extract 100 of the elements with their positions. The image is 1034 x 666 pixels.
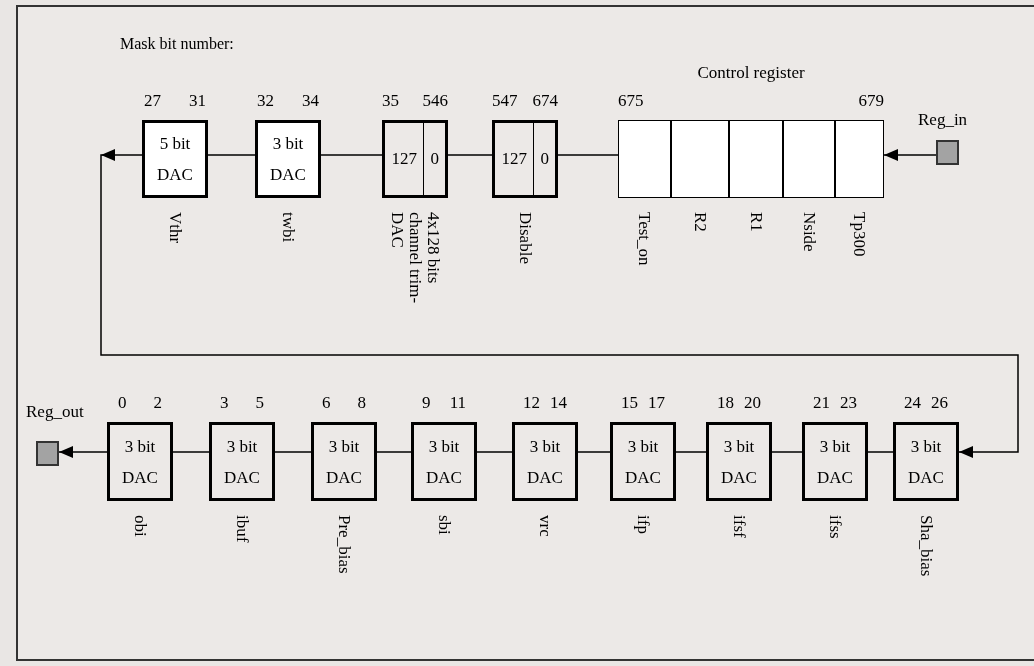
connector bbox=[207, 154, 256, 156]
signal-name: Sha_bias bbox=[917, 515, 935, 577]
bit-number: 21 bbox=[813, 394, 830, 411]
bit-number: 26 bbox=[931, 394, 948, 411]
dac-box bbox=[802, 422, 868, 501]
register-cell bbox=[783, 120, 835, 198]
bit-number: 17 bbox=[648, 394, 665, 411]
port-label: Reg_out bbox=[26, 403, 84, 420]
control-register-box bbox=[618, 120, 884, 198]
connector bbox=[376, 451, 412, 453]
signal-name: twbi bbox=[279, 212, 297, 243]
signal-name: Pre_bias bbox=[335, 515, 353, 574]
bit-number: 6 bbox=[322, 394, 331, 411]
dac-label: 3 bit DAC bbox=[816, 435, 854, 489]
connector bbox=[867, 451, 894, 453]
bit-number: 2 bbox=[153, 394, 162, 411]
dac-label: 3 bit DAC bbox=[269, 133, 307, 186]
bit-number: 674 bbox=[532, 92, 558, 109]
bit-number: 18 bbox=[717, 394, 734, 411]
dac-box bbox=[209, 422, 275, 501]
dac-label: 3 bit DAC bbox=[907, 435, 945, 489]
bit-number: 679 bbox=[858, 92, 884, 109]
connector bbox=[476, 451, 513, 453]
port-square bbox=[36, 441, 59, 466]
signal-name: Tp300 bbox=[850, 212, 869, 257]
connector bbox=[771, 451, 803, 453]
dac-box bbox=[610, 422, 676, 501]
dac-label: 3 bit DAC bbox=[624, 435, 662, 489]
register-field: 127 bbox=[495, 123, 534, 195]
bit-number: 35 bbox=[382, 92, 399, 109]
bit-number: 34 bbox=[302, 92, 319, 109]
bit-number: 14 bbox=[550, 394, 567, 411]
dac-box bbox=[107, 422, 173, 501]
signal-name: Test_on bbox=[635, 212, 654, 266]
register-box bbox=[492, 120, 558, 198]
connector bbox=[577, 451, 611, 453]
caption-text: Mask bit number: bbox=[120, 36, 234, 52]
register-field: 0 bbox=[533, 123, 555, 195]
bit-number: 23 bbox=[840, 394, 857, 411]
bit-number: 31 bbox=[189, 92, 206, 109]
connector bbox=[320, 154, 383, 156]
register-cell bbox=[729, 120, 783, 198]
register-cell bbox=[618, 120, 671, 198]
bit-number: 675 bbox=[618, 92, 644, 109]
connector bbox=[100, 149, 1019, 458]
signal-name: ifsf bbox=[730, 515, 748, 538]
signal-name: R1 bbox=[747, 212, 765, 232]
dac-label: 3 bit DAC bbox=[526, 435, 564, 489]
connector bbox=[274, 451, 312, 453]
dac-label: 3 bit DAC bbox=[121, 435, 159, 489]
bit-number: 24 bbox=[904, 394, 921, 411]
port-square bbox=[936, 140, 959, 165]
register-field: 127 bbox=[385, 123, 424, 195]
register-box bbox=[382, 120, 448, 198]
bit-number: 11 bbox=[449, 394, 466, 411]
dac-label: 3 bit DAC bbox=[223, 435, 261, 489]
bit-number: 20 bbox=[744, 394, 761, 411]
signal-name: Nside bbox=[800, 212, 818, 252]
signal-name: obi bbox=[131, 515, 149, 537]
bit-number: 3 bbox=[220, 394, 229, 411]
bit-number: 5 bbox=[255, 394, 264, 411]
connector bbox=[557, 154, 619, 156]
dac-box bbox=[255, 120, 321, 198]
dac-box bbox=[893, 422, 959, 501]
bit-number: 8 bbox=[357, 394, 366, 411]
signal-name: R2 bbox=[691, 212, 709, 232]
signal-name: sbi bbox=[435, 515, 453, 535]
signal-name: ifp bbox=[634, 515, 652, 534]
register-title: Control register bbox=[697, 64, 805, 81]
register-field: 0 bbox=[423, 123, 445, 195]
signal-name: Disable bbox=[516, 212, 534, 264]
bit-number: 15 bbox=[621, 394, 638, 411]
signal-name: ibuf bbox=[233, 515, 251, 543]
bit-number: 0 bbox=[118, 394, 127, 411]
signal-name: vrc bbox=[536, 515, 554, 537]
bit-number: 547 bbox=[492, 92, 518, 109]
dac-label: 3 bit DAC bbox=[425, 435, 463, 489]
register-cell bbox=[835, 120, 884, 198]
dac-label: 3 bit DAC bbox=[325, 435, 363, 489]
dac-box bbox=[512, 422, 578, 501]
dac-label: 5 bit DAC bbox=[156, 133, 194, 186]
dac-box bbox=[411, 422, 477, 501]
register-cell bbox=[671, 120, 729, 198]
connector bbox=[675, 451, 707, 453]
dac-label: 3 bit DAC bbox=[720, 435, 758, 489]
connector bbox=[58, 446, 108, 458]
bit-number: 12 bbox=[523, 394, 540, 411]
dac-box bbox=[706, 422, 772, 501]
port-label: Reg_in bbox=[918, 111, 968, 128]
dac-box bbox=[311, 422, 377, 501]
connector bbox=[883, 149, 937, 161]
bit-number: 27 bbox=[144, 92, 161, 109]
dac-box bbox=[142, 120, 208, 198]
connector bbox=[447, 154, 493, 156]
signal-name: 4x128 bits channel trim-DAC bbox=[388, 212, 442, 304]
connector bbox=[172, 451, 210, 453]
bit-number: 546 bbox=[422, 92, 448, 109]
signal-name: ifss bbox=[826, 515, 844, 539]
signal-name: Vthr bbox=[166, 212, 184, 244]
bit-number: 9 bbox=[422, 394, 431, 411]
